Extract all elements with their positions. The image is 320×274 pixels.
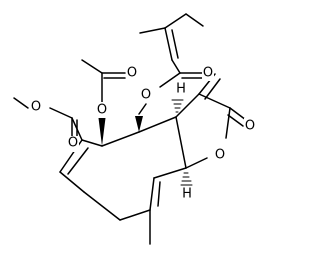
atom-lactone-ring-o: O — [215, 148, 225, 163]
bond-tiglate-alkene-inner — [171, 29, 179, 59]
bond-ring-o-c8 — [185, 157, 208, 169]
hash-c7-h — [171, 99, 184, 113]
bond-c12-carbonyl-double — [229, 107, 247, 121]
bond-c4-c5 — [81, 139, 103, 147]
atom-upper-h: H — [176, 82, 186, 97]
bond-c12-carbonyl-double-inner — [227, 114, 244, 127]
bond-c2-c1 — [83, 191, 121, 221]
bond-c8-c7 — [175, 116, 187, 169]
atom-tiglate-carbonyl-o: O — [203, 66, 213, 81]
atom-lower-h: H — [182, 187, 192, 202]
bond-c10-c9-double-inner — [157, 181, 161, 207]
bond-methoxy-o-to-carbonyl — [49, 107, 73, 119]
bond-c3-c2 — [59, 171, 85, 193]
bond-c1-c10 — [119, 209, 151, 221]
bond-c10-c9-double — [149, 177, 155, 211]
atom-lactone-carbonyl-o: O — [245, 119, 255, 134]
chemical-structure-diagram: O O O O O O O O H H — [13, 13, 256, 245]
bond-c7-c11 — [175, 93, 200, 118]
bond-tiglate-carbonyl-to-ester-o — [159, 72, 181, 88]
bond-c9-c8 — [153, 167, 187, 179]
bond-c12-ring-o — [225, 107, 231, 139]
stereo-bonds — [98, 99, 193, 186]
atom-labels: O O O O O O O O H H — [30, 65, 256, 202]
atom-acetyl-ester-o: O — [97, 103, 107, 118]
bond-tiglate-to-carbonyl-carbon — [171, 59, 181, 74]
bond-tiglate-ethylidene — [164, 13, 187, 29]
bond-tiglate-terminal-methyl — [185, 13, 204, 27]
bond-methoxy-methyl — [13, 97, 29, 109]
bond-c4-c3-double-inner — [67, 147, 89, 175]
wedge-c6-oester — [135, 116, 143, 132]
bond-c11-c12 — [198, 93, 231, 109]
atom-methyl-ester-carbonyl-o: O — [68, 136, 78, 151]
atom-methyl-ester-o: O — [31, 100, 41, 115]
wedge-c5-oacetyl — [98, 114, 106, 146]
bond-tiglate-alkene — [164, 27, 173, 61]
bonds — [13, 13, 247, 245]
bond-c11-methylene-inner — [204, 78, 221, 100]
bond-tiglate-methyl — [139, 27, 166, 34]
hash-c8-h — [180, 172, 193, 186]
bond-ester-o-to-ring-c6 — [138, 103, 147, 115]
bond-acetate-methyl — [81, 59, 103, 74]
atom-tiglate-ester-o: O — [141, 88, 151, 103]
bond-ester-carbonyl-to-c4 — [71, 117, 83, 141]
bond-c6-c7 — [138, 116, 177, 133]
bond-c5-c6 — [101, 131, 140, 147]
atom-acetyl-carbonyl-o: O — [127, 66, 137, 81]
